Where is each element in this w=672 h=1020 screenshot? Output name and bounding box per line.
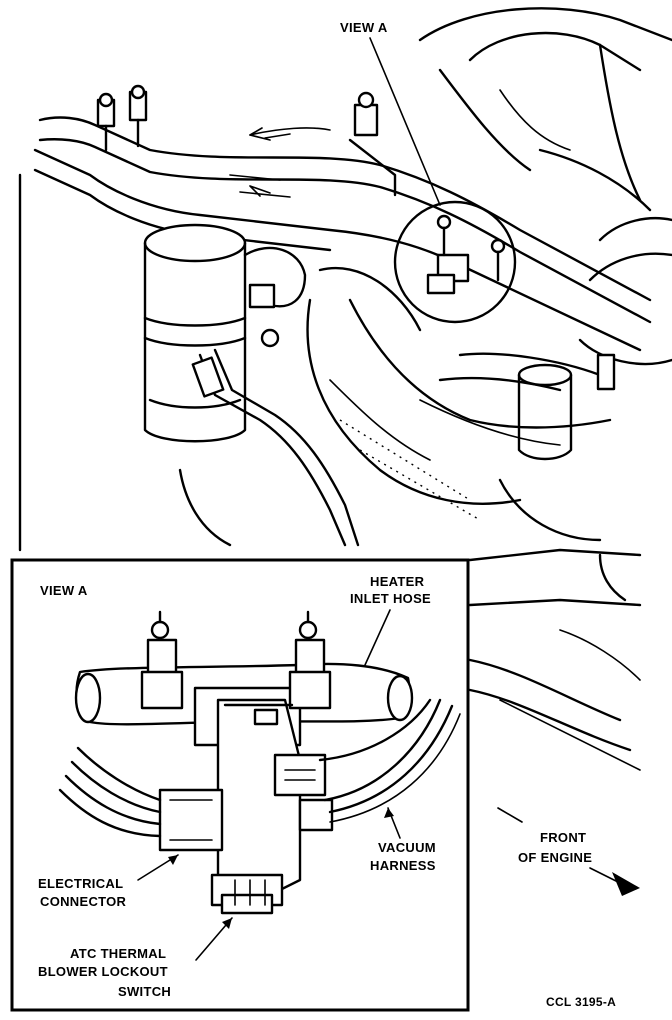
view-a-callout-circle bbox=[393, 200, 517, 324]
view-a-inset-label: VIEW A bbox=[40, 583, 88, 598]
view-a-main-label: VIEW A bbox=[340, 20, 388, 35]
front-of-engine-label: FRONT OF ENGINE bbox=[518, 830, 592, 865]
svg-text:OF ENGINE: OF ENGINE bbox=[518, 850, 592, 865]
atc-switch-label: ATC THERMAL BLOWER LOCKOUT SWITCH bbox=[38, 946, 171, 999]
heater-inlet-hose-leader bbox=[364, 609, 391, 666]
electrical-connector-label: ELECTRICAL CONNECTOR bbox=[38, 876, 127, 909]
svg-text:FRONT: FRONT bbox=[540, 830, 586, 845]
svg-text:SWITCH: SWITCH bbox=[118, 984, 171, 999]
vacuum-harness-label: VACUUM HARNESS bbox=[370, 840, 436, 873]
svg-text:ELECTRICAL: ELECTRICAL bbox=[38, 876, 123, 891]
inset-illustration bbox=[58, 610, 461, 915]
view-a-callout-detail bbox=[426, 214, 506, 295]
heater-inlet-hose-label: HEATER INLET HOSE bbox=[350, 574, 431, 606]
svg-text:VACUUM: VACUUM bbox=[378, 840, 436, 855]
svg-text:CONNECTOR: CONNECTOR bbox=[40, 894, 127, 909]
svg-text:ATC THERMAL: ATC THERMAL bbox=[70, 946, 166, 961]
svg-text:BLOWER LOCKOUT: BLOWER LOCKOUT bbox=[38, 964, 168, 979]
svg-text:HEATER: HEATER bbox=[370, 574, 425, 589]
engine-illustration bbox=[18, 7, 672, 771]
svg-text:INLET HOSE: INLET HOSE bbox=[350, 591, 431, 606]
view-a-leader bbox=[369, 37, 441, 206]
svg-text:HARNESS: HARNESS bbox=[370, 858, 436, 873]
front-of-engine-arrow-head bbox=[612, 872, 640, 896]
front-of-engine-arrow bbox=[497, 807, 523, 823]
figure-code: CCL 3195-A bbox=[546, 995, 616, 1009]
